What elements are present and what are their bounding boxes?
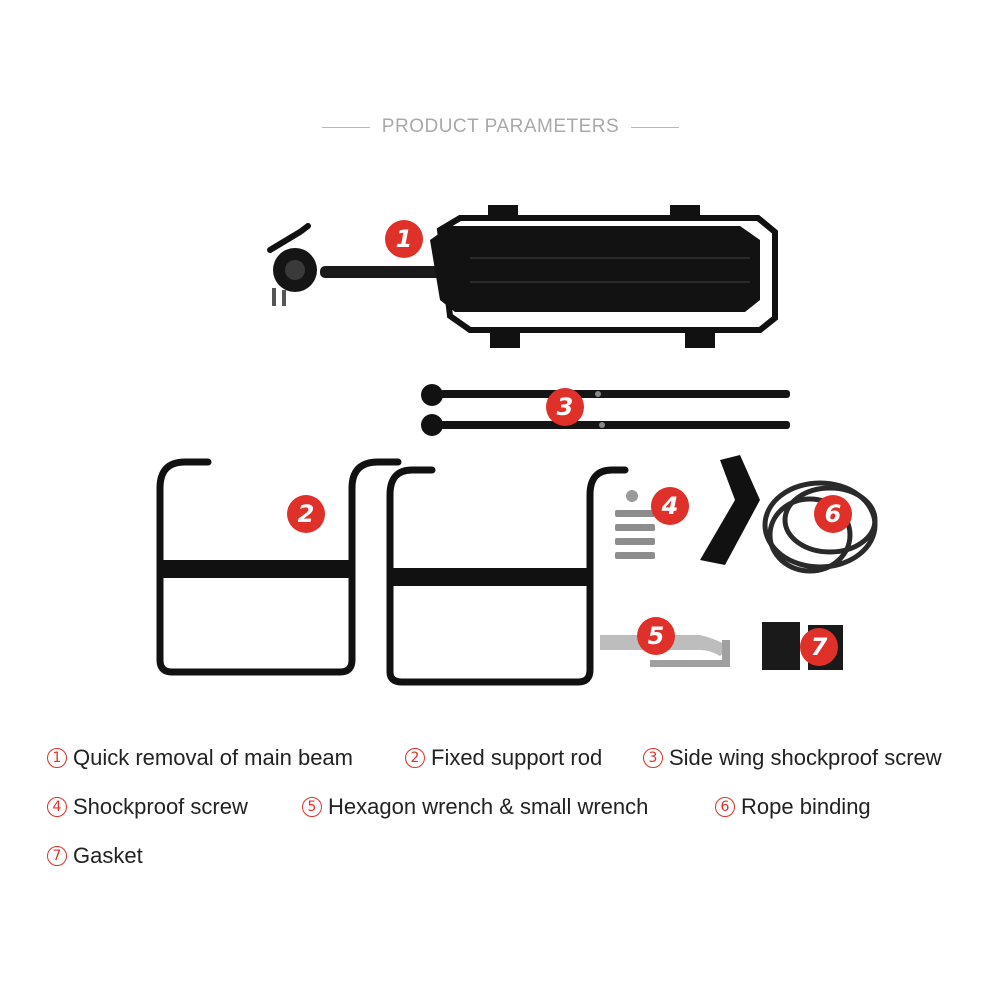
legend-label: Quick removal of main beam xyxy=(73,745,353,770)
badge-7: 7 xyxy=(800,628,838,666)
legend-number: 4 xyxy=(47,797,67,817)
legend-number: 1 xyxy=(47,748,67,768)
legend-label: Gasket xyxy=(73,843,143,868)
legend-item-shockproof-screw: 4 Shockproof screw xyxy=(47,794,248,820)
legend-item-main-beam: 1 Quick removal of main beam xyxy=(47,745,353,771)
title-divider-left xyxy=(321,126,370,128)
badge-2: 2 xyxy=(287,495,325,533)
support-frames xyxy=(156,458,629,686)
badge-3: 3 xyxy=(546,388,584,426)
shockproof-screws xyxy=(615,490,655,559)
legend-item-wrenches: 5 Hexagon wrench & small wrench xyxy=(302,794,648,820)
section-title-text: PRODUCT PARAMETERS xyxy=(381,116,620,137)
badge-6: 6 xyxy=(814,495,852,533)
badge-4: 4 xyxy=(651,487,689,525)
badge-5: 5 xyxy=(637,617,675,655)
legend-item-rope-binding: 6 Rope binding xyxy=(715,794,871,820)
legend-label: Shockproof screw xyxy=(73,794,248,819)
badge-1: 1 xyxy=(385,220,423,258)
legend-item-side-wing-screw: 3 Side wing shockproof screw xyxy=(643,745,942,771)
legend-label: Fixed support rod xyxy=(431,745,603,770)
title-divider-right xyxy=(631,126,680,128)
rope-binding xyxy=(762,480,878,574)
legend-number: 5 xyxy=(302,797,322,817)
legend-item-support-rod: 2 Fixed support rod xyxy=(405,745,602,771)
legend-number: 6 xyxy=(715,797,735,817)
legend-label: Side wing shockproof screw xyxy=(669,745,942,770)
legend-item-gasket: 7 Gasket xyxy=(47,843,143,869)
legend-number: 7 xyxy=(47,846,67,866)
main-beam-rack xyxy=(267,205,778,348)
section-title: PRODUCT PARAMETERS xyxy=(0,113,1001,141)
legend-number: 3 xyxy=(643,748,663,768)
side-wing-arms xyxy=(421,384,790,436)
legend-label: Hexagon wrench & small wrench xyxy=(328,794,649,819)
legend-label: Rope binding xyxy=(741,794,871,819)
legend-number: 2 xyxy=(405,748,425,768)
